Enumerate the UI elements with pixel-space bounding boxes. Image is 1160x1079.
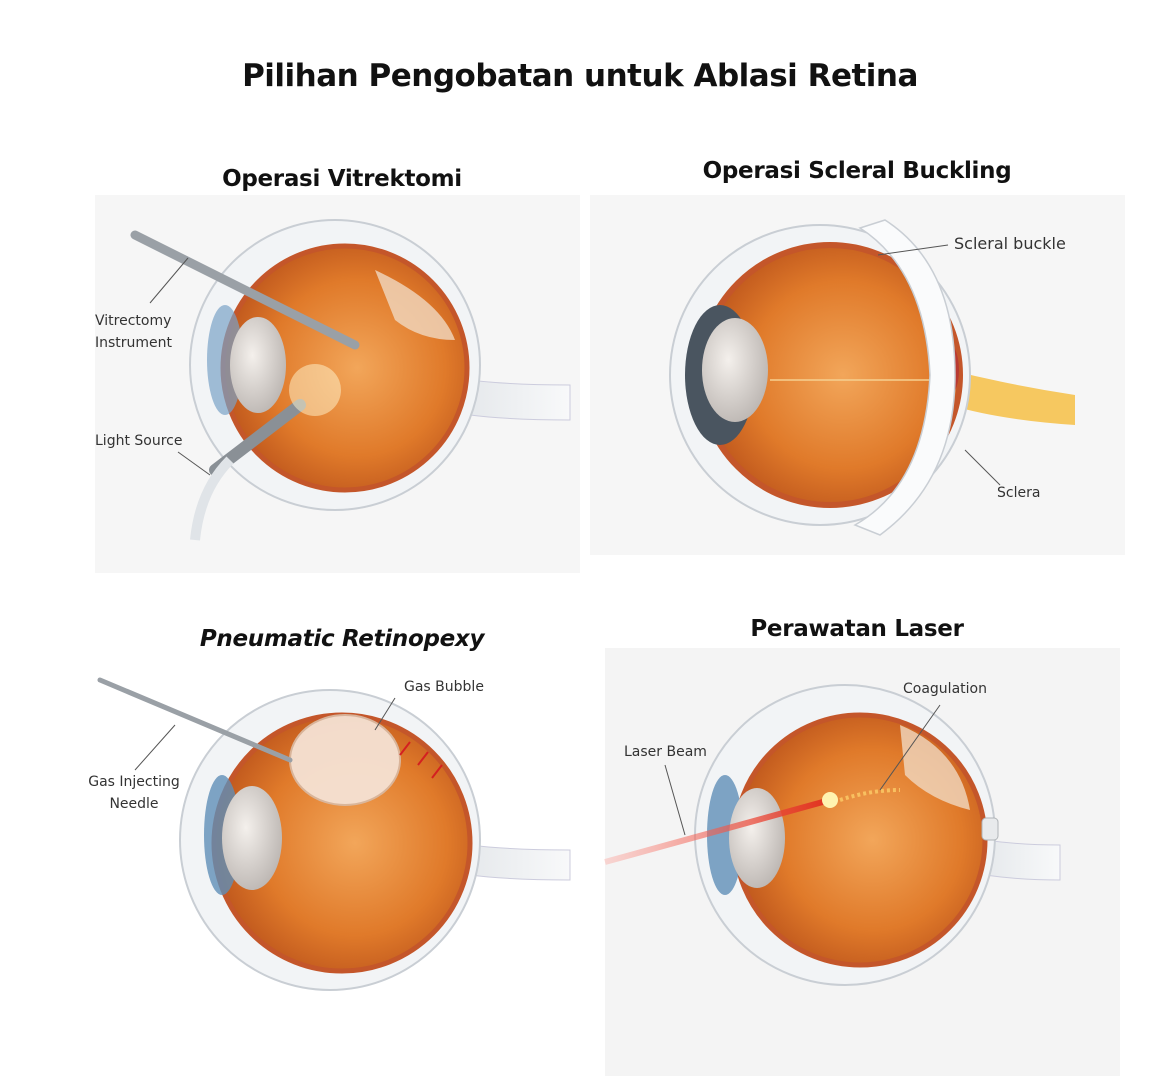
label-sclera: Sclera — [997, 485, 1041, 501]
label-laser-beam: Laser Beam — [624, 744, 707, 760]
label-gas-injecting-1: Gas Injecting — [88, 774, 180, 790]
eye-scleral-buckling — [669, 219, 1075, 536]
page-title: Pilihan Pengobatan untuk Ablasi Retina — [242, 58, 918, 94]
label-light-source: Light Source — [95, 433, 183, 449]
label-gas-bubble: Gas Bubble — [404, 679, 484, 695]
label-scleral-buckle: Scleral buckle — [954, 234, 1066, 253]
label-vitrectomy-instrument-1: Vitrectomy — [95, 313, 172, 329]
eye-laser-treatment — [604, 684, 1061, 986]
panel-title-pneumatic-retinopexy: Pneumatic Retinopexy — [199, 626, 485, 652]
eye-vitrectomy — [130, 219, 571, 541]
panel-title-scleral-buckling: Operasi Scleral Buckling — [702, 158, 1012, 184]
label-coagulation: Coagulation — [903, 681, 987, 697]
eye-pneumatic-retinopexy — [97, 677, 571, 991]
label-gas-injecting-2: Needle — [109, 796, 159, 812]
panel-title-laser: Perawatan Laser — [750, 616, 964, 642]
label-vitrectomy-instrument-2: Instrument — [95, 335, 173, 351]
panel-title-vitrectomy: Operasi Vitrektomi — [222, 166, 462, 192]
